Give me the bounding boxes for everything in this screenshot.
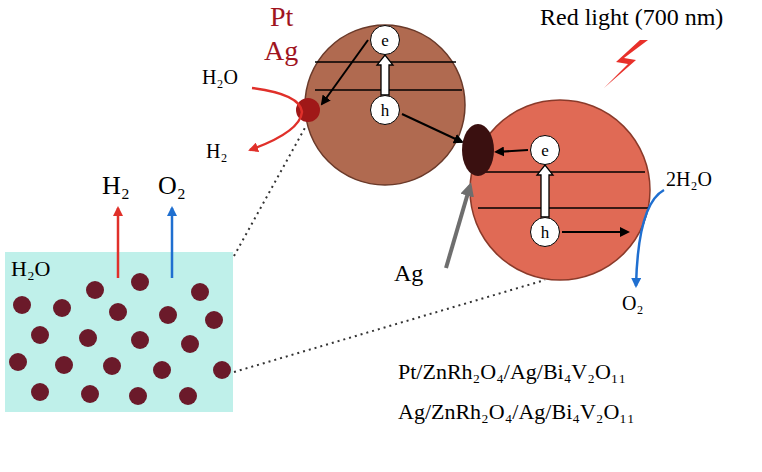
cocatalyst-name: Pt (270, 2, 293, 33)
bivo-particle (470, 100, 650, 280)
carrier-letter: e (541, 142, 549, 159)
junction-label: Ag (394, 260, 423, 286)
reactant-formula: H₂O (202, 66, 238, 88)
composition-label: Pt/ZnRh₂O₄/Ag/Bi₄V₂O₁₁ (398, 360, 626, 384)
carrier-letter: h (381, 102, 390, 119)
excitation-arrow (537, 165, 553, 217)
water-box: H₂O (5, 252, 233, 412)
charge-carrier-circle: h (370, 95, 400, 125)
reactant-formula: 2H₂O (666, 168, 712, 190)
product-formula: O₂ (158, 172, 186, 201)
charge-carrier-circle: e (370, 25, 400, 55)
water-label: H₂O (11, 258, 50, 280)
light-label: Red light (700 nm) (540, 4, 723, 30)
excitation-arrow (377, 55, 393, 95)
charge-carrier-circle: h (530, 217, 560, 247)
ag-junction (462, 124, 494, 176)
light-bolt (604, 40, 648, 88)
product-formula: H₂ (102, 172, 130, 201)
particles (9, 273, 231, 405)
product-formula: H₂ (206, 140, 227, 162)
product-formula: O₂ (622, 292, 643, 314)
znrh2o4-particle (305, 25, 465, 185)
composition-label: Ag/ZnRh₂O₄/Ag/Bi₄V₂O₁₁ (398, 400, 635, 424)
charge-carrier-circle: e (530, 135, 560, 165)
cocatalyst-name: Ag (264, 36, 298, 67)
carrier-letter: h (541, 224, 550, 241)
carrier-letter: e (381, 32, 389, 49)
